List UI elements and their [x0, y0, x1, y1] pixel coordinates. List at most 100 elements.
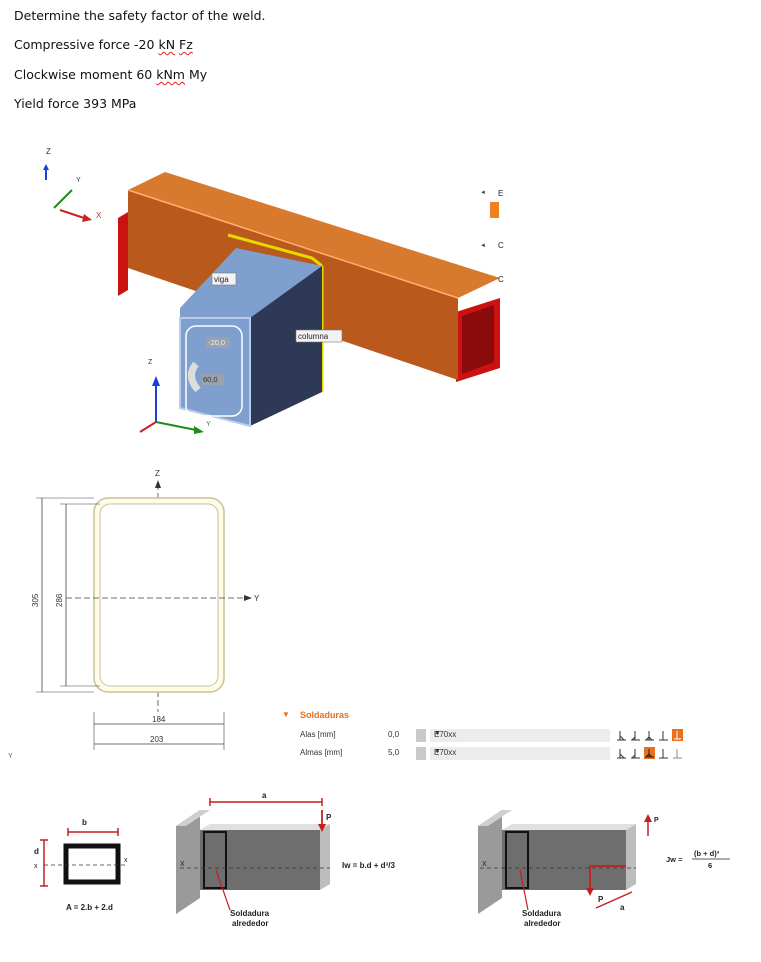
- fig3-plate-top: [478, 810, 512, 826]
- axis-triad-mid: Z Y: [139, 359, 211, 434]
- problem-line-4: Yield force 393 MPa: [14, 96, 137, 111]
- moment-load-arc: [188, 361, 201, 393]
- weld-row-flanges: Alas [mm] 0,0 E70xx ▼: [280, 729, 700, 743]
- section-small-y-label: Y: [8, 753, 13, 760]
- weld-flanges-stepper[interactable]: [416, 729, 426, 742]
- fig3-beam-front: [502, 830, 626, 890]
- fig3-plate: [478, 810, 502, 914]
- figure-weld-rectangle: b d x x A = 2.b + 2.d: [34, 818, 128, 912]
- fig3-formula-lhs: Jw =: [666, 855, 683, 864]
- fig1-x-left: x: [34, 863, 38, 870]
- problem-line-2: Compressive force -20 kN Fz: [14, 37, 193, 52]
- axis-x-line-mid: [139, 421, 157, 433]
- side-letter-2: C: [498, 241, 504, 250]
- weld-flanges-type-icons: [616, 729, 686, 743]
- side-letter-1: E: [498, 189, 503, 198]
- beam-top-face: [128, 172, 500, 298]
- axis-y-label-mid: Y: [206, 421, 211, 428]
- problem-line-3: Clockwise moment 60 kNm My: [14, 67, 207, 82]
- problem-line-1: Determine the safety factor of the weld.: [14, 8, 266, 23]
- fillet-weld-icon[interactable]: [616, 729, 627, 741]
- section-axis-y-label: Y: [254, 594, 260, 603]
- selected-weld-icon[interactable]: [644, 747, 655, 759]
- column-inner-outline: [185, 325, 243, 417]
- side-arrow-2: ◄: [480, 243, 486, 249]
- dim-outer-height: 305: [31, 593, 40, 607]
- fig3-p-label: P: [598, 895, 604, 904]
- side-letter-3: C: [498, 275, 504, 284]
- section-inner-tube: [99, 503, 219, 687]
- column-label: columna: [298, 332, 329, 341]
- section-y-arrow: [244, 595, 252, 601]
- selected-weld-icon[interactable]: [672, 729, 683, 741]
- model-3d-view: Z Y X viga columna -20,0 60,0 Z Y: [43, 147, 504, 434]
- axis-x-arrow: [82, 214, 92, 222]
- dim-inner-height: 286: [55, 593, 64, 607]
- butt-weld-icon[interactable]: [658, 729, 669, 741]
- welds-collapse-icon[interactable]: ▼: [282, 710, 290, 719]
- chevron-down-icon: ▼: [434, 730, 441, 737]
- force-unit: kN: [158, 37, 176, 52]
- fig2-beam-end: [320, 824, 330, 890]
- axis-z-label: Z: [46, 147, 51, 156]
- fig1-b-label: b: [82, 818, 87, 827]
- fig2-weld-label-1: Soldadura: [230, 909, 270, 918]
- fig3-formula-denominator: 6: [708, 861, 712, 870]
- axis-x-label: X: [96, 211, 102, 220]
- weld-webs-value[interactable]: 5,0: [388, 748, 400, 757]
- fig3-p-label-2: P: [654, 817, 659, 824]
- weld-flanges-material: E70xx: [434, 730, 457, 739]
- weld-webs-type-icons: [616, 747, 686, 761]
- dim-inner-width: 184: [152, 715, 166, 724]
- double-fillet-weld-icon[interactable]: [644, 729, 655, 741]
- weld-webs-material-select[interactable]: E70xx ▼: [430, 747, 610, 760]
- butt-weld-icon[interactable]: [658, 747, 669, 759]
- moment-unit: kNm: [156, 67, 185, 82]
- axis-y-line-mid: [155, 421, 197, 431]
- fig3-a-dim: [595, 891, 633, 909]
- fig2-x-label: X: [180, 861, 185, 868]
- fig1-formula: A = 2.b + 2.d: [66, 903, 113, 912]
- fig3-formula-numerator: (b + d)³: [694, 849, 720, 858]
- column-side-face: [250, 266, 322, 426]
- moment-text: Clockwise moment 60: [14, 67, 157, 82]
- fillet-weld-icon[interactable]: [630, 747, 641, 759]
- weld-line-top: [227, 233, 323, 268]
- chevron-down-icon: ▼: [434, 748, 441, 755]
- butt-weld-icon[interactable]: [672, 747, 683, 759]
- fig2-weld-label-2: alrededor: [232, 919, 268, 928]
- beam-edge: [127, 189, 459, 299]
- cross-section-drawing: Z Y 305 286 184 203 Y: [8, 469, 260, 760]
- fig2-weld-leader: [215, 869, 231, 911]
- fig2-plate-top: [176, 810, 210, 826]
- fig2-plate: [176, 810, 200, 914]
- weld-flanges-label: Alas [mm]: [300, 730, 336, 739]
- weld-formula-figures: b d x x A = 2.b + 2.d X a P Soldadura al…: [34, 791, 730, 928]
- fig3-beam-top: [502, 824, 636, 830]
- force-load-box: [206, 337, 230, 348]
- left-end-plate: [118, 212, 128, 296]
- axis-y-arrow-mid: [194, 426, 204, 434]
- fig3-weld-outline: [505, 831, 529, 889]
- side-orange-marker: [490, 202, 499, 218]
- weld-flanges-value[interactable]: 0,0: [388, 730, 400, 739]
- fig3-weld-label-2: alrededor: [524, 919, 560, 928]
- column-label-box: [295, 329, 343, 343]
- fillet-weld-icon[interactable]: [630, 729, 641, 741]
- beam-label: viga: [214, 275, 229, 284]
- section-z-arrow: [155, 480, 161, 488]
- weld-flanges-material-select[interactable]: E70xx ▼: [430, 729, 610, 742]
- axis-y-label: Y: [76, 177, 81, 184]
- welds-title: Soldaduras: [300, 710, 350, 720]
- fig3-arrow-up-head: [644, 814, 652, 822]
- fig3-weld-label-1: Soldadura: [522, 909, 562, 918]
- moment-load-value: 60,0: [203, 375, 218, 384]
- fig2-load-arrowhead: [318, 824, 326, 832]
- fillet-weld-icon[interactable]: [616, 747, 627, 759]
- weld-webs-stepper[interactable]: [416, 747, 426, 760]
- force-text: Compressive force -20: [14, 37, 159, 52]
- fig2-beam-front: [200, 830, 320, 890]
- fig3-beam-end: [626, 824, 636, 890]
- axis-z-arrow-mid: [152, 376, 160, 386]
- fig2-beam-top: [200, 824, 330, 830]
